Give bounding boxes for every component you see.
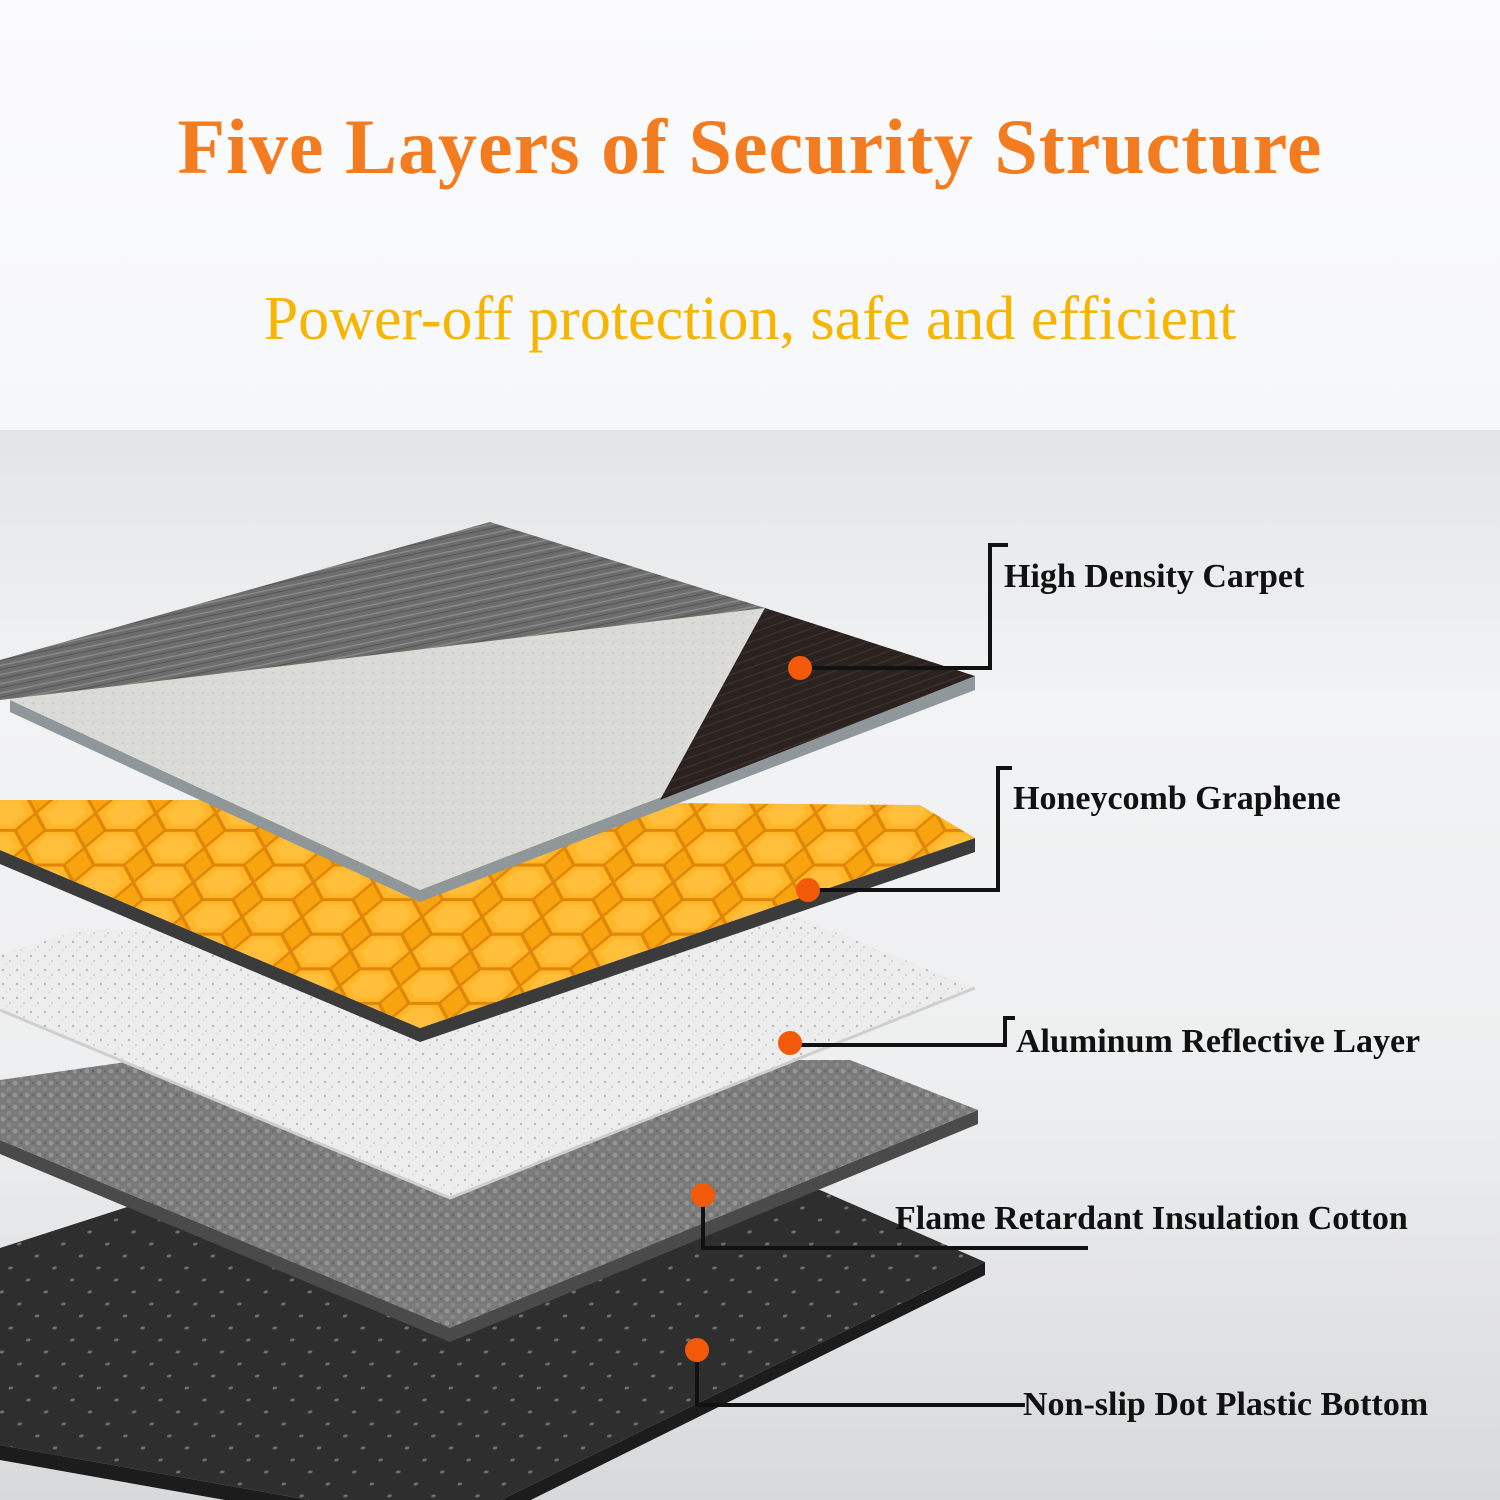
honeycomb-layer (0, 800, 975, 1042)
marker-carpet (788, 656, 812, 680)
callout-line-carpet (800, 543, 1008, 670)
header-band (0, 0, 1500, 430)
insulation-layer (0, 1060, 978, 1342)
carpet-layer (0, 522, 975, 902)
label-high-density-carpet: High Density Carpet (1004, 558, 1305, 595)
marker-aluminum (778, 1031, 802, 1055)
label-flame-retardant-insulation-cotton: Flame Retardant Insulation Cotton (895, 1200, 1408, 1237)
marker-honeycomb (796, 878, 820, 902)
markers (685, 656, 820, 1362)
marker-bottom (685, 1338, 709, 1362)
page-title: Five Layers of Security Structure (177, 103, 1323, 190)
bottom-layer (0, 1190, 985, 1500)
aluminum-layer (0, 918, 976, 1200)
marker-insulation (691, 1183, 715, 1207)
label-non-slip-dot-plastic-bottom: Non-slip Dot Plastic Bottom (1023, 1386, 1429, 1423)
callout-lines (695, 543, 1088, 1407)
label-honeycomb-graphene: Honeycomb Graphene (1013, 780, 1341, 817)
callout-line-insulation (701, 1197, 1088, 1250)
callout-line-aluminum (790, 1016, 1015, 1047)
callout-line-honeycomb (808, 766, 1012, 892)
callout-line-bottom (695, 1350, 1025, 1407)
label-aluminum-reflective-layer: Aluminum Reflective Layer (1016, 1023, 1421, 1060)
page-subtitle: Power-off protection, safe and efficient (263, 285, 1237, 353)
